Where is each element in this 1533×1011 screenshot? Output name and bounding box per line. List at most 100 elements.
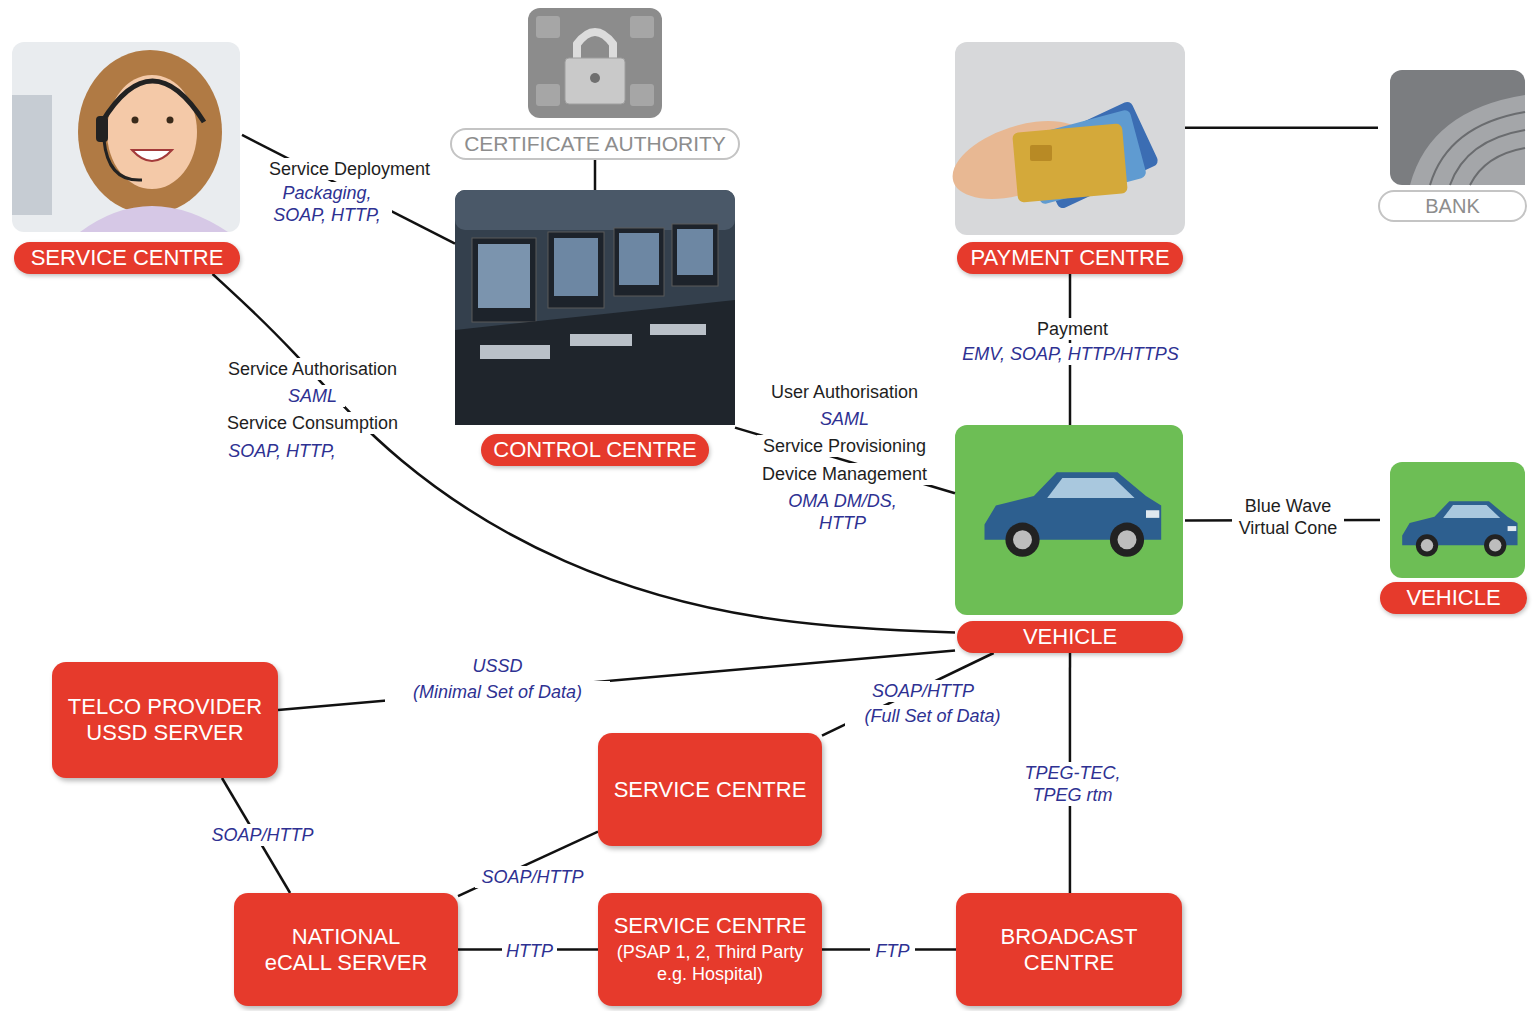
photo-node: CERTIFICATE AUTHORITY [450, 8, 740, 160]
connector-label: Payment [1030, 318, 1115, 340]
photo-node: VEHICLE [955, 425, 1185, 653]
connector-line [1185, 127, 1378, 130]
protocol-label: EMV, SOAP, HTTP/HTTPS [948, 343, 1193, 365]
screen-shape [619, 233, 659, 285]
box-text-holder: BROADCAST CENTRE [966, 924, 1172, 976]
key-shape [630, 84, 654, 106]
protocol-label: Service Provisioning [757, 435, 932, 457]
service-box: TELCO PROVIDER USSD SERVER [52, 662, 278, 778]
box-text-holder: SERVICE CENTRE (PSAP 1, 2, Third Party e.… [608, 913, 812, 985]
node-label: VEHICLE [1406, 582, 1500, 614]
photo-background [955, 425, 1183, 615]
monitor-shape [12, 95, 52, 215]
node-label: CONTROL CENTRE [493, 434, 696, 466]
protocol-label: Service Consumption [220, 412, 405, 434]
protocol-label: SAML [280, 385, 345, 407]
headset-earpiece [96, 116, 108, 142]
key-shape [536, 84, 560, 106]
connector-label: Service Deployment [262, 158, 437, 180]
service-box: SERVICE CENTRE [598, 733, 822, 846]
car-figure [985, 472, 1162, 557]
node-label: PAYMENT CENTRE [970, 242, 1169, 274]
monitor-shape [672, 224, 718, 286]
connector-label: FTP [870, 940, 915, 962]
keyboard-photo [528, 8, 662, 118]
building-lines [1430, 112, 1525, 185]
connector-label: Service Authorisation [220, 358, 405, 380]
desk-shape [455, 300, 735, 425]
photo-node: SERVICE CENTRE [12, 42, 242, 274]
connector-label: User Authorisation [762, 381, 927, 403]
keyboard-shape [650, 324, 706, 335]
photo-background [455, 190, 735, 425]
protocol-label: (Full Set of Data) [845, 705, 1020, 727]
photo-node: BANK [1378, 70, 1527, 222]
screen-shape [478, 244, 530, 308]
name-pill: CERTIFICATE AUTHORITY [450, 128, 740, 160]
screen-shape [554, 238, 598, 296]
screen-shape [677, 229, 713, 275]
card-shape [1012, 123, 1128, 202]
headset-mic [104, 140, 142, 180]
connector-line [213, 274, 955, 633]
node-label: (PSAP 1, 2, Third Party e.g. Hospital) [608, 942, 812, 985]
building-photo [1390, 70, 1525, 185]
name-pill: CONTROL CENTRE [481, 434, 709, 466]
keyboard-shape [480, 345, 550, 359]
node-label: BANK [1425, 192, 1479, 220]
protocol-label: SAML [812, 408, 877, 430]
box-text-holder: TELCO PROVIDER USSD SERVER [62, 694, 268, 746]
connector-label: Blue Wave Virtual Cone [1232, 495, 1344, 539]
connector-line [458, 832, 598, 896]
card-chip [1030, 145, 1052, 161]
photo-background [12, 42, 240, 232]
connector-label: SOAP/HTTP [868, 680, 978, 702]
smile-shape [132, 150, 172, 161]
building-shape [1410, 95, 1525, 185]
node-label: CERTIFICATE AUTHORITY [464, 130, 726, 158]
connector-label: HTTP [502, 940, 557, 962]
protocol-label: SOAP, HTTP, [222, 440, 342, 462]
connector-line [594, 160, 597, 190]
key-shape [630, 16, 654, 38]
monitor-shape [472, 238, 536, 322]
node-label: TELCO PROVIDER USSD SERVER [62, 694, 268, 746]
box-text-holder: NATIONAL eCALL SERVER [259, 924, 434, 976]
name-pill: VEHICLE [957, 621, 1183, 653]
shoulder-shape [80, 206, 228, 232]
name-pill: SERVICE CENTRE [14, 242, 240, 274]
face-shape [107, 75, 197, 189]
car-figure [1402, 501, 1517, 556]
photo-background [1390, 462, 1525, 578]
connector-label: TPEG-TEC, TPEG rtm [1015, 762, 1130, 806]
protocol-label: Packaging, SOAP, HTTP, [262, 182, 392, 226]
keyhole [590, 73, 600, 83]
photo-node: PAYMENT CENTRE [955, 42, 1185, 274]
node-label: NATIONAL eCALL SERVER [259, 924, 434, 976]
connector-label: SOAP/HTTP [205, 824, 320, 846]
protocol-label: OMA DM/DS, HTTP [775, 490, 910, 534]
hair-shape [78, 50, 222, 214]
protocol-label: Device Management [757, 463, 932, 485]
node-label: SERVICE CENTRE [608, 913, 812, 939]
monitor-shape [548, 232, 604, 308]
connector-line [278, 650, 955, 710]
connector-label: SOAP/HTTP [475, 866, 590, 888]
service-box: BROADCAST CENTRE [956, 893, 1182, 1006]
name-pill: BANK [1378, 190, 1527, 222]
key-shape [536, 16, 560, 38]
keyboard-shape [570, 334, 632, 346]
service-box: NATIONAL eCALL SERVER [234, 893, 458, 1006]
name-pill: PAYMENT CENTRE [957, 242, 1183, 274]
protocol-label: (Minimal Set of Data) [385, 681, 610, 703]
node-label: BROADCAST CENTRE [966, 924, 1172, 976]
connector-line [242, 135, 455, 244]
headset-band [102, 81, 204, 122]
eye-dot [132, 117, 139, 124]
box-text-holder: SERVICE CENTRE [608, 777, 812, 803]
eye-dot [167, 117, 174, 124]
photo-node: CONTROL CENTRE [455, 190, 735, 466]
connector-label: USSD [465, 655, 530, 677]
monitor-shape [614, 228, 664, 296]
